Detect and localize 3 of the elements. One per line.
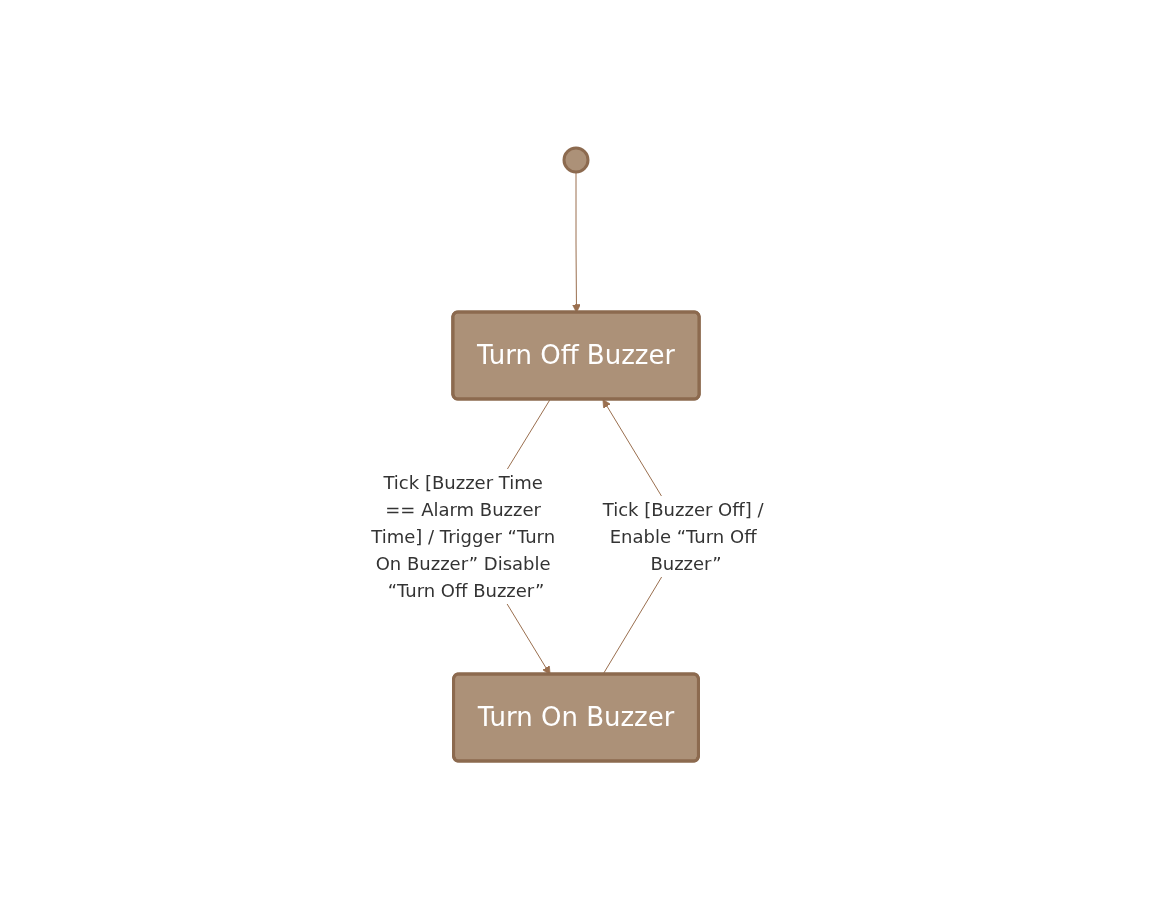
- edge-label: Tick [Buzzer Off] / Enable “Turn Off Buzzer”: [602, 498, 764, 574]
- edge-label: Tick [Buzzer Time == Alarm Buzzer Time] / Trigger “Turn On Buzzer” Disable “Turn Off Buzzer”: [371, 471, 556, 601]
- node-circle: [562, 146, 590, 173]
